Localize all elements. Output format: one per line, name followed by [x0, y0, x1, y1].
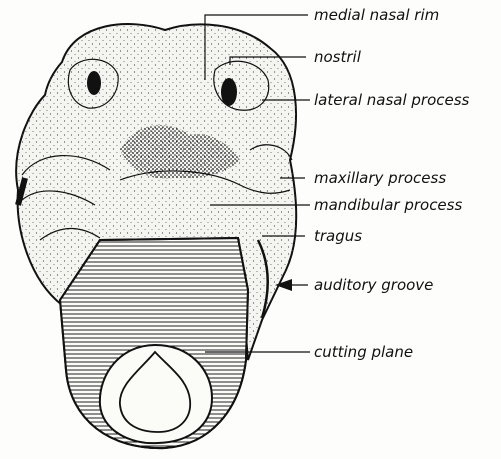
label-mandibular-process: mandibular process: [314, 196, 462, 214]
label-nostril: nostril: [314, 48, 362, 66]
label-medial-nasal-rim: medial nasal rim: [314, 6, 439, 24]
left-nostril: [87, 71, 101, 95]
label-maxillary-process: maxillary process: [314, 169, 446, 187]
label-tragus: tragus: [314, 227, 362, 245]
label-auditory-groove: auditory groove: [314, 276, 433, 294]
label-lateral-nasal-process: lateral nasal process: [314, 91, 470, 109]
labels: medial nasal rim nostril lateral nasal p…: [314, 6, 470, 361]
label-cutting-plane: cutting plane: [314, 343, 413, 361]
cutting-plane-area: [55, 238, 255, 448]
